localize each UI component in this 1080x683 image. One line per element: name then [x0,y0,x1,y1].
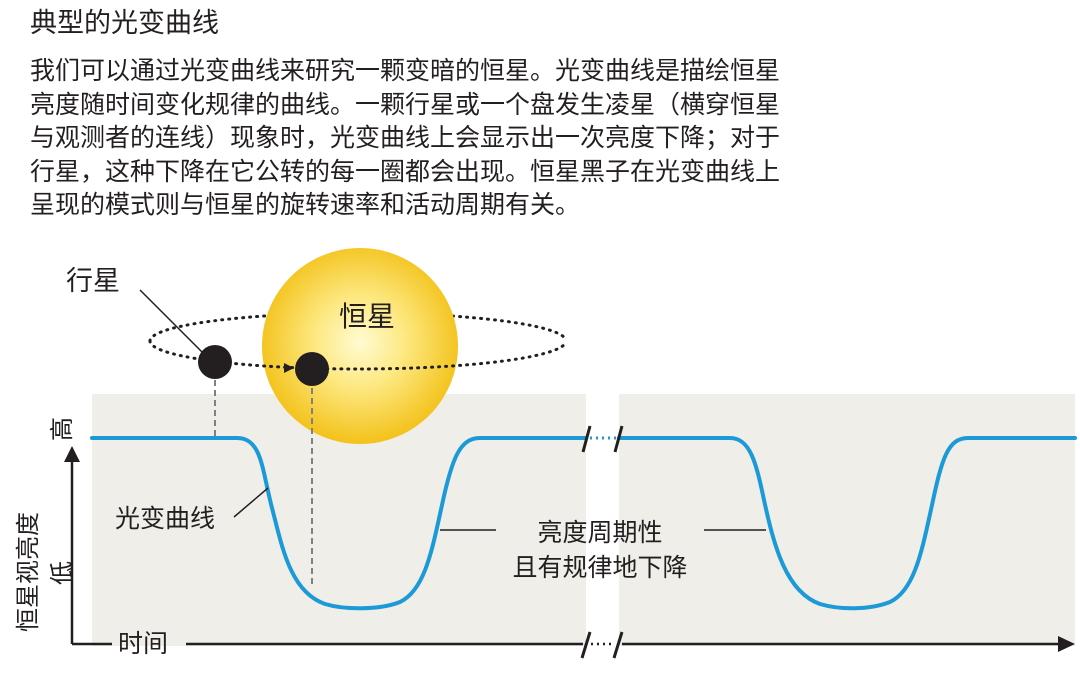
axis-break-mark [581,425,592,453]
axis-break-mark [580,631,592,659]
periodic-label-line1: 亮度周期性 [537,518,662,547]
planet-before-transit [198,345,232,379]
planet-label: 行星 [66,266,120,297]
description-paragraph: 我们可以通过光变曲线来研究一颗变暗的恒星。光变曲线是描绘恒星 亮度随时间变化规律… [30,54,860,222]
y-axis-arrowhead [64,446,80,462]
y-low-label: 低 [48,561,76,585]
paragraph-line: 我们可以通过光变曲线来研究一颗变暗的恒星。光变曲线是描绘恒星 [30,56,781,85]
curve-label-leader [233,487,269,518]
heading: 典型的光变曲线 [30,8,219,39]
paragraph-line: 呈现的模式则与恒星的旋转速率和活动周期有关。 [30,190,581,220]
axis-break-mark [613,425,624,453]
planet-leader-line [139,289,203,353]
paragraph-line: 行星，这种下降在它公转的每一圈都会出现。恒星黑子在光变曲线上 [30,156,781,186]
orbit-path-back [148,311,568,343]
y-high-label: 高 [48,417,76,441]
axis-break-mark [612,631,624,659]
paragraph-line: 与观测者的连线）现象时，光变曲线上会显示出一次亮度下降；对于 [30,123,781,153]
planet-in-transit [295,352,329,386]
orbit-direction-arrow [284,363,294,373]
light-curve-left [90,436,588,611]
y-axis-label: 恒星视亮度 [14,512,42,632]
periodic-label-line2: 且有规律地下降 [512,553,687,582]
curve-label: 光变曲线 [115,504,215,533]
paragraph-line: 亮度随时间变化规律的曲线。一颗行星或一个盘发生凌星（横穿恒星 [30,89,781,119]
light-curve-right [617,436,1077,611]
x-axis-label: 时间 [118,629,168,658]
x-axis-arrowhead [1058,636,1075,652]
star [262,248,458,444]
star-label: 恒星 [339,300,395,333]
orbit-path-front [148,339,568,371]
